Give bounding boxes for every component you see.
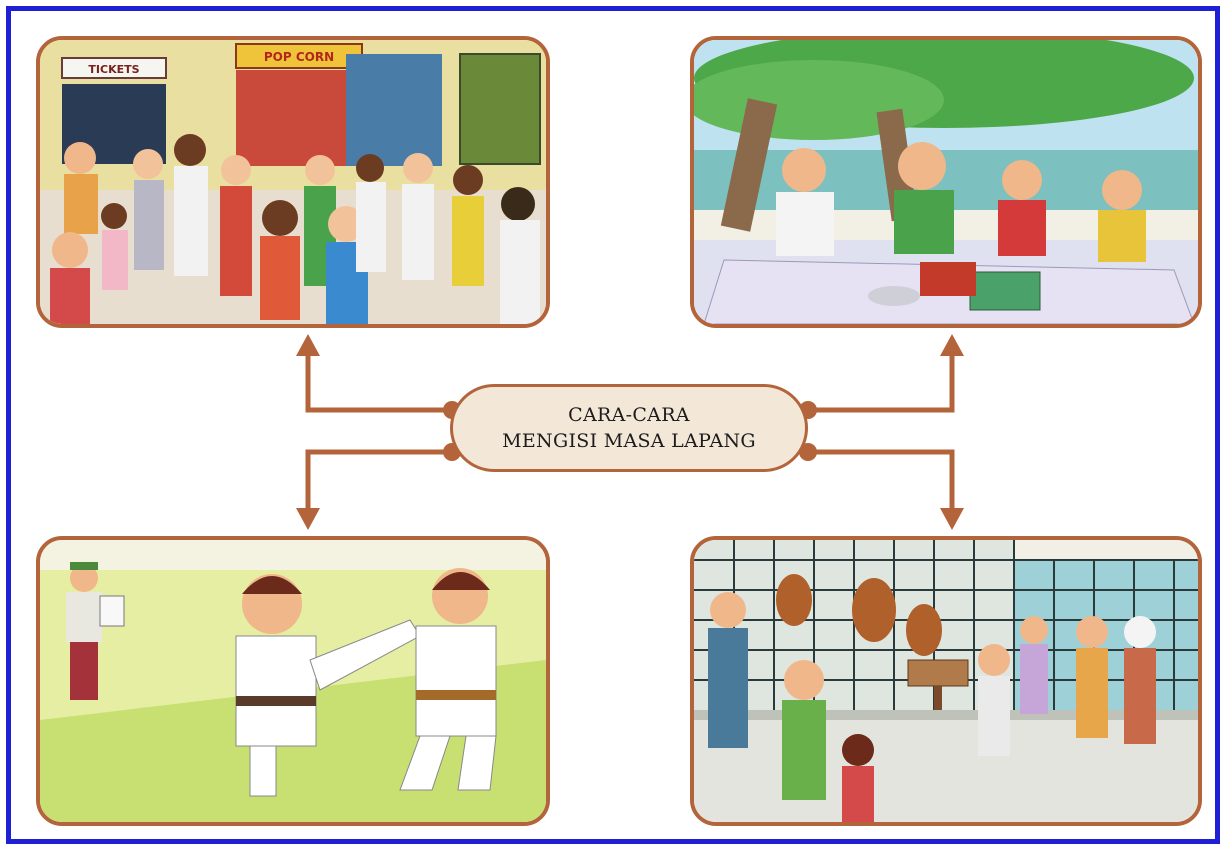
crowd (50, 134, 540, 324)
picnic-family (776, 142, 1146, 311)
center-title-line-1: CARA-CARA (568, 404, 690, 426)
panel-zoo (690, 536, 1202, 826)
panel-picnic (690, 36, 1202, 328)
tickets-sign: TICKETS (88, 63, 139, 76)
fighters (235, 568, 497, 797)
center-title-line-2: MENGISI MASA LAPANG (502, 430, 756, 452)
orangutans (776, 574, 942, 656)
cinema-illustration: TICKETS POP CORN (40, 40, 546, 324)
zoo-illustration (694, 540, 1198, 822)
center-title-box: CARA-CARA MENGISI MASA LAPANG (450, 384, 808, 472)
panel-cinema: TICKETS POP CORN (36, 36, 550, 328)
popcorn-sign: POP CORN (264, 50, 334, 64)
picnic-illustration (694, 40, 1198, 324)
referee (66, 562, 125, 700)
zoo-visitors (708, 592, 1156, 822)
martial-arts-illustration (40, 540, 546, 822)
panel-silat (36, 536, 550, 826)
